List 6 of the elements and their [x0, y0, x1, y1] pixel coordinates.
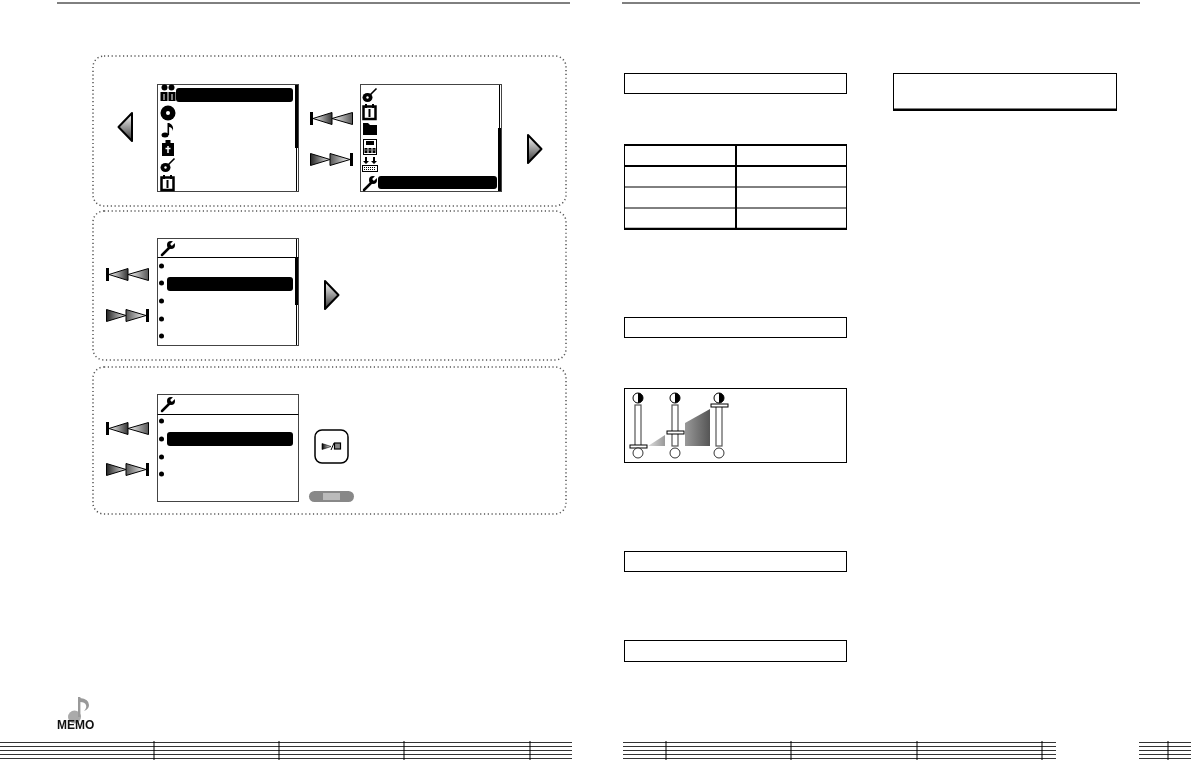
heading-box	[893, 73, 1117, 111]
heading-box	[624, 640, 847, 662]
heading-box	[624, 551, 847, 572]
heading-box	[624, 317, 847, 338]
memo-label: MEMO	[57, 719, 95, 731]
heading-box	[624, 73, 847, 94]
